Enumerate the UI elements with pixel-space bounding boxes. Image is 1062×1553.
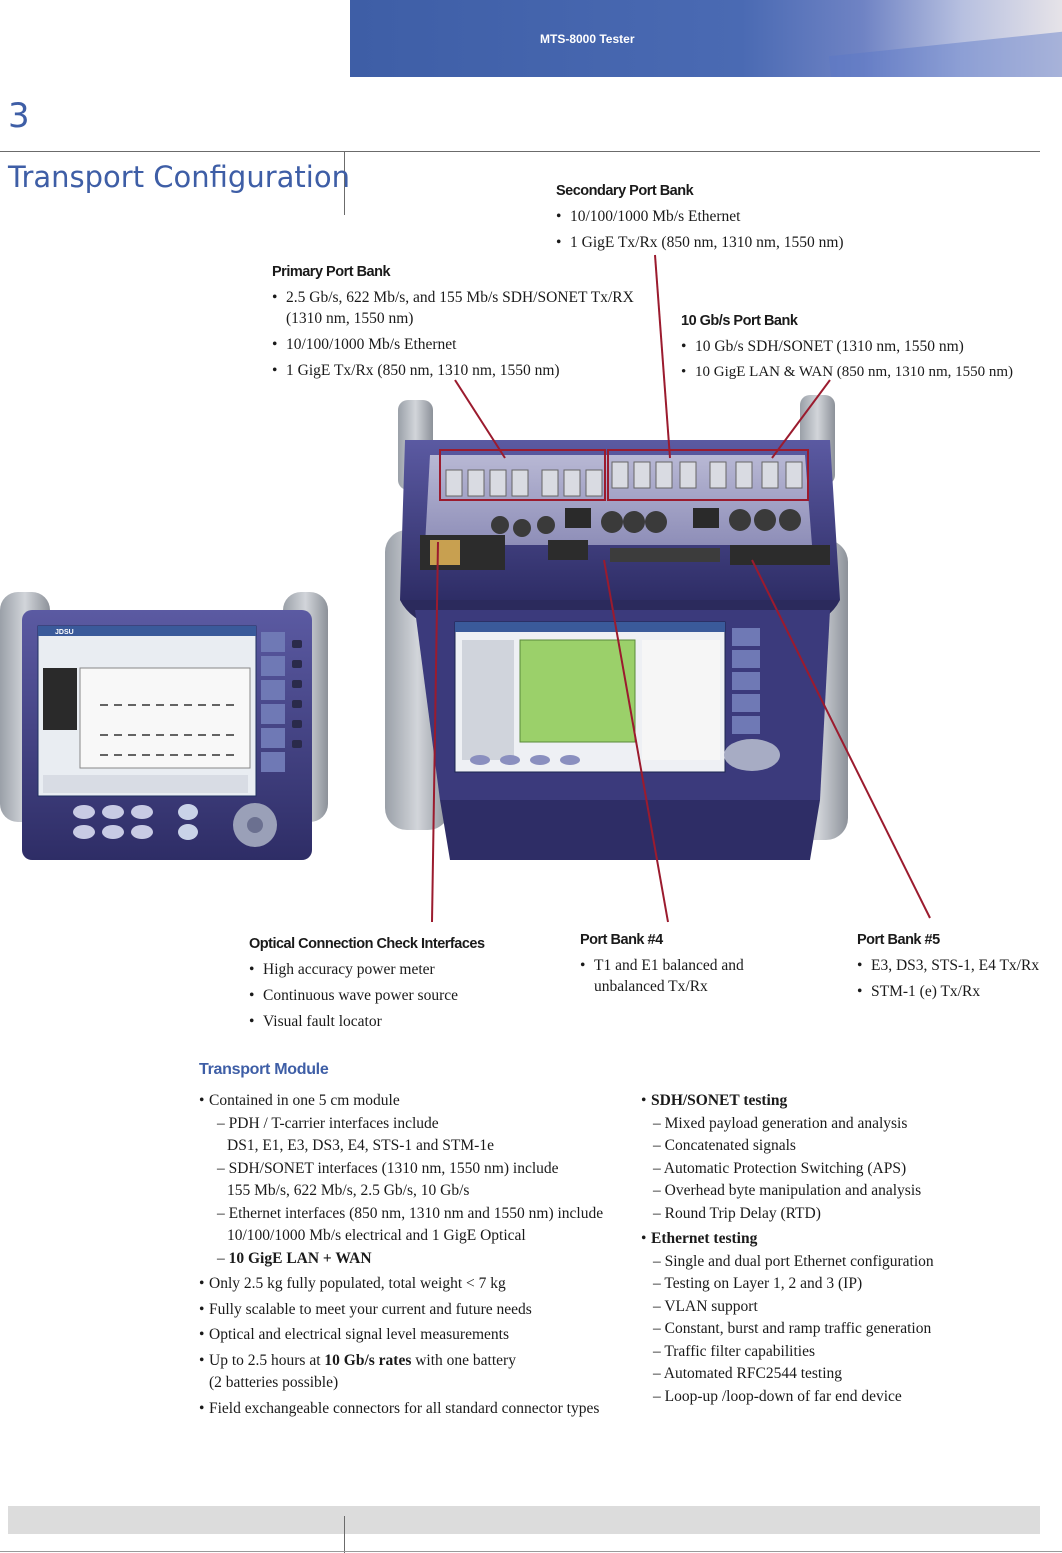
list-subitem: – Testing on Layer 1, 2 and 3 (IP): [653, 1275, 863, 1292]
callout-title: Optical Connection Check Interfaces: [249, 936, 485, 952]
list-subitem: – Automated RFC2544 testing: [653, 1365, 843, 1382]
callout-item: 10 GigE LAN & WAN (850 nm, 1310 nm, 1550…: [681, 362, 1062, 383]
list-item: Optical and electrical signal level meas…: [199, 1324, 624, 1347]
list-subitem-cont: 10/100/1000 Mb/s electrical and 1 GigE O…: [227, 1227, 526, 1244]
section-title: Transport Configuration: [8, 160, 350, 194]
callout-optical-connection: Optical Connection Check Interfaces High…: [249, 934, 569, 1037]
list-item-cont: (2 batteries possible): [209, 1374, 339, 1391]
list-subitem: – 10 GigE LAN + WAN: [217, 1249, 372, 1267]
list-subitem: – Single and dual port Ethernet configur…: [653, 1252, 934, 1270]
list-subitem: – Overhead byte manipulation and analysi…: [653, 1182, 922, 1199]
footer-bar: [8, 1506, 1040, 1534]
chapter-number: 3: [8, 96, 30, 136]
callout-item: 1 GigE Tx/Rx (850 nm, 1310 nm, 1550 nm): [556, 232, 986, 253]
callout-title: Primary Port Bank: [272, 264, 391, 280]
callout-item: 10/100/1000 Mb/s Ethernet: [556, 206, 986, 227]
footer-rule: [0, 1551, 1062, 1552]
transport-module-heading: Transport Module: [199, 1061, 329, 1078]
header-banner: [350, 0, 1062, 77]
callout-item: 10 Gb/s SDH/SONET (1310 nm, 1550 nm): [681, 336, 1062, 357]
transport-module-left-column: Contained in one 5 cm module – PDH / T-c…: [199, 1090, 624, 1420]
list-subitem: – SDH/SONET interfaces (1310 nm, 1550 nm…: [217, 1159, 559, 1177]
list-subitem: – Concatenated signals: [653, 1137, 796, 1154]
list-subitem: – Round Trip Delay (RTD): [653, 1204, 821, 1222]
callout-port-bank-4: Port Bank #4 T1 and E1 balanced and unba…: [580, 930, 790, 1002]
angled-view-tester: [385, 395, 848, 860]
list-subitem: – Traffic filter capabilities: [653, 1342, 815, 1360]
callout-item: Continuous wave power source: [249, 985, 569, 1006]
callout-item: T1 and E1 balanced and unbalanced Tx/Rx: [580, 955, 790, 997]
callout-item: STM-1 (e) Tx/Rx: [857, 981, 1057, 1002]
list-subitem: – VLAN support: [653, 1297, 758, 1315]
callout-primary-port-bank: Primary Port Bank 2.5 Gb/s, 622 Mb/s, an…: [272, 262, 642, 386]
banner-title: MTS-8000 Tester: [540, 32, 635, 46]
list-subitem-cont: DS1, E1, E3, DS3, E4, STS-1 and STM-1e: [227, 1137, 494, 1154]
transport-module-right-column: SDH/SONET testing – Mixed payload genera…: [641, 1090, 1051, 1408]
callout-title: Port Bank #4: [580, 932, 663, 948]
list-item: Fully scalable to meet your current and …: [199, 1299, 624, 1322]
callout-item: 2.5 Gb/s, 622 Mb/s, and 155 Mb/s SDH/SON…: [272, 287, 642, 329]
callout-port-bank-5: Port Bank #5 E3, DS3, STS-1, E4 Tx/Rx ST…: [857, 930, 1057, 1007]
list-subitem: – Constant, burst and ramp traffic gener…: [653, 1320, 932, 1337]
list-subitem: – PDH / T-carrier interfaces include: [217, 1114, 439, 1132]
list-item: Contained in one 5 cm module: [199, 1090, 624, 1113]
list-subitem: – Loop-up /loop-down of far end device: [653, 1387, 902, 1405]
footer-divider: [344, 1516, 345, 1553]
list-item: SDH/SONET testing: [641, 1090, 1051, 1113]
svg-text:JDSU: JDSU: [55, 629, 74, 636]
callout-secondary-port-bank: Secondary Port Bank 10/100/1000 Mb/s Eth…: [556, 181, 986, 258]
callout-10g-port-bank: 10 Gb/s Port Bank 10 Gb/s SDH/SONET (131…: [681, 311, 1062, 388]
list-item: Up to 2.5 hours at 10 Gb/s rates with on…: [199, 1350, 624, 1373]
header-divider: [344, 151, 345, 215]
callout-title: 10 Gb/s Port Bank: [681, 313, 798, 329]
callout-item: High accuracy power meter: [249, 959, 569, 980]
leader-lines: [431, 254, 931, 923]
list-item: Only 2.5 kg fully populated, total weigh…: [199, 1273, 624, 1296]
callout-title: Secondary Port Bank: [556, 183, 694, 199]
callout-item: 10/100/1000 Mb/s Ethernet: [272, 334, 642, 355]
callout-item: Visual fault locator: [249, 1011, 569, 1032]
header-rule: [0, 151, 1040, 152]
list-item: Ethernet testing: [641, 1228, 1051, 1251]
list-subitem: – Automatic Protection Switching (APS): [653, 1159, 907, 1177]
list-item: Field exchangeable connectors for all st…: [199, 1398, 624, 1421]
callout-title: Port Bank #5: [857, 932, 940, 948]
callout-item: E3, DS3, STS-1, E4 Tx/Rx: [857, 955, 1057, 976]
list-subitem: – Mixed payload generation and analysis: [653, 1114, 908, 1132]
callout-item: 1 GigE Tx/Rx (850 nm, 1310 nm, 1550 nm): [272, 360, 642, 381]
list-subitem: – Ethernet interfaces (850 nm, 1310 nm a…: [217, 1204, 604, 1222]
list-subitem-cont: 155 Mb/s, 622 Mb/s, 2.5 Gb/s, 10 Gb/s: [227, 1182, 470, 1199]
front-view-tester: JDSU: [0, 592, 328, 860]
